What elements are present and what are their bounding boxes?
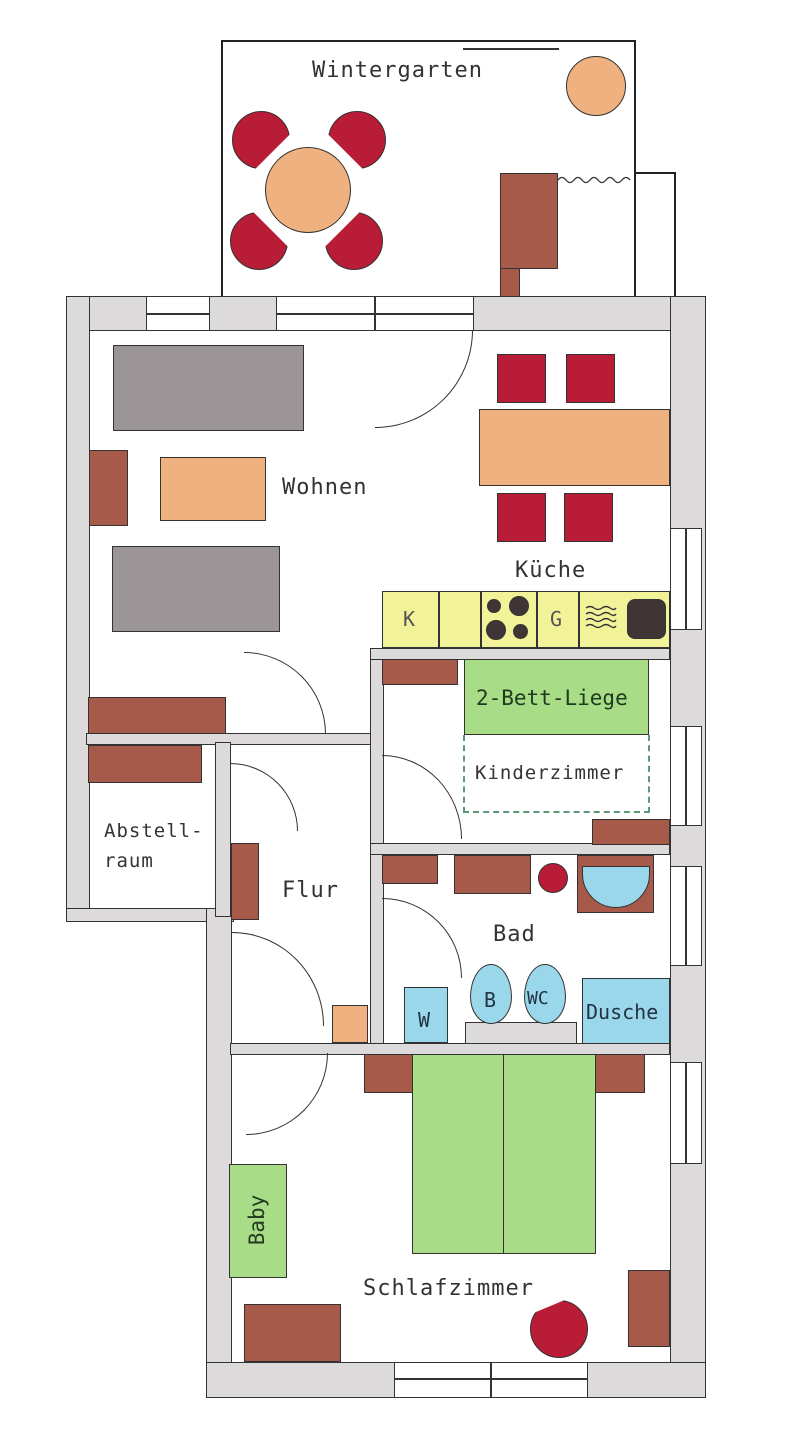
kitchen-sink — [627, 599, 666, 639]
bad-round-stool — [538, 863, 568, 893]
toilet-label: WC — [527, 988, 549, 1009]
wall-kinder-bad — [370, 843, 670, 855]
coffee-table — [160, 457, 266, 521]
wintergarten-annex — [634, 172, 676, 298]
flur-wardrobe — [231, 843, 259, 920]
room-label-schlafzimmer: Schlafzimmer — [363, 1276, 534, 1301]
right-wall — [670, 296, 706, 1396]
left-wall-upper — [66, 296, 90, 921]
washing-machine-label: W — [418, 1008, 431, 1032]
left-wall-lower — [206, 908, 232, 1398]
wohnen-sideboard — [88, 697, 226, 734]
room-label-abstellraum-1: Abstell- — [104, 820, 204, 842]
room-label-abstellraum-2: raum — [104, 850, 154, 872]
bad-shelf-2 — [454, 855, 531, 894]
kinder-cabinet — [592, 819, 670, 845]
kitchen-chair-4 — [564, 493, 613, 542]
toilet — [524, 964, 566, 1024]
two-bed-couch — [464, 659, 649, 735]
kitchen-fridge-label: K — [403, 607, 416, 631]
kinder-shelf — [382, 659, 458, 685]
couch-extended-outline — [463, 735, 650, 813]
storage-shelf — [88, 745, 202, 783]
baby-bed-label: Baby — [245, 1194, 269, 1246]
baby-bed — [229, 1164, 287, 1278]
double-bed-right — [503, 1054, 596, 1254]
nightstand-left — [364, 1054, 414, 1093]
stove-burner-4 — [513, 624, 528, 639]
double-bed-left — [412, 1054, 504, 1254]
wintergarten-top-mark — [463, 48, 559, 50]
sofa-top — [113, 345, 304, 431]
sanitary-base — [465, 1022, 577, 1044]
bad-shelf-1 — [382, 855, 438, 884]
kitchen-chair-1 — [497, 354, 546, 403]
nightstand-right — [595, 1054, 645, 1093]
tv-cabinet — [89, 450, 128, 526]
room-label-wintergarten: Wintergarten — [312, 58, 483, 83]
sofa-bottom — [112, 546, 280, 632]
washing-machine — [404, 987, 448, 1043]
round-dining-table — [265, 147, 351, 233]
stove-burner-3 — [486, 620, 506, 640]
room-label-kinderzimmer: Kinderzimmer — [475, 762, 625, 784]
kitchen-chair-3 — [497, 493, 546, 542]
stove-burner-2 — [509, 596, 529, 616]
two-bed-couch-label: 2-Bett-Liege — [476, 686, 628, 710]
shower — [582, 978, 670, 1044]
room-label-wohnen: Wohnen — [282, 475, 368, 500]
flur-small-table — [332, 1005, 368, 1043]
side-table-round — [566, 56, 626, 116]
kitchen-table — [479, 409, 670, 486]
kitchen-dishwasher-label: G — [550, 607, 563, 631]
room-label-bad: Bad — [493, 922, 536, 947]
bidet — [470, 964, 512, 1024]
schlaf-cabinet-right — [628, 1270, 670, 1347]
kitchen-chair-2 — [566, 354, 615, 403]
stove-burner-1 — [487, 599, 501, 613]
wintergarten-room — [221, 40, 636, 298]
shower-label: Dusche — [586, 1000, 659, 1024]
room-label-flur: Flur — [282, 878, 339, 903]
bidet-label: B — [484, 988, 497, 1012]
schlaf-dresser — [244, 1304, 341, 1362]
wintergarten-cabinet — [500, 173, 558, 269]
room-label-kueche: Küche — [515, 558, 587, 583]
